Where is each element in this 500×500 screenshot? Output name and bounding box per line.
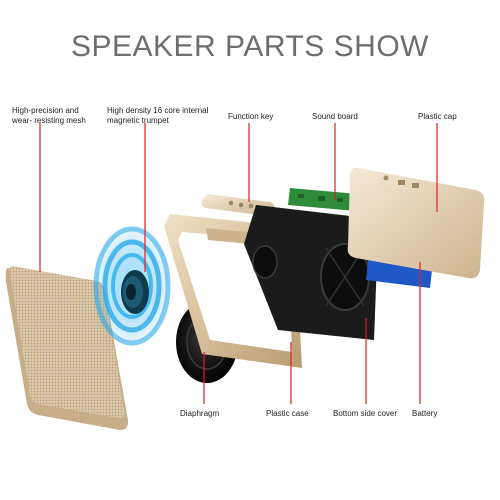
label-diaphragm: Diaphragm: [180, 409, 220, 418]
label-trumpet-line1: High density 16 core internal: [107, 106, 209, 115]
label-mesh: High-precision and wear- resisting mesh: [12, 106, 86, 126]
label-plastic-cap: Plastic cap: [418, 112, 457, 121]
label-trumpet-line2: magnetic trumpet: [107, 116, 169, 125]
label-plastic-case: Plastic case: [266, 409, 309, 418]
label-bottom-cover: Bottom side cover: [333, 409, 398, 418]
magnetic-trumpet: [121, 270, 149, 314]
sound-board: [288, 188, 358, 211]
diagram-title: SPEAKER PARTS SHOW: [71, 30, 429, 63]
label-mesh-line2: wear- resisting mesh: [12, 116, 86, 125]
label-mesh-line1: High-precision and: [12, 106, 79, 115]
label-function-key: Function key: [228, 112, 274, 121]
bottom-side-cover: [244, 205, 378, 340]
label-trumpet: High density 16 core internal magnetic t…: [107, 106, 208, 126]
label-battery: Battery: [412, 409, 438, 418]
plastic-cap: [347, 167, 485, 279]
label-sound-board: Sound board: [312, 112, 358, 121]
